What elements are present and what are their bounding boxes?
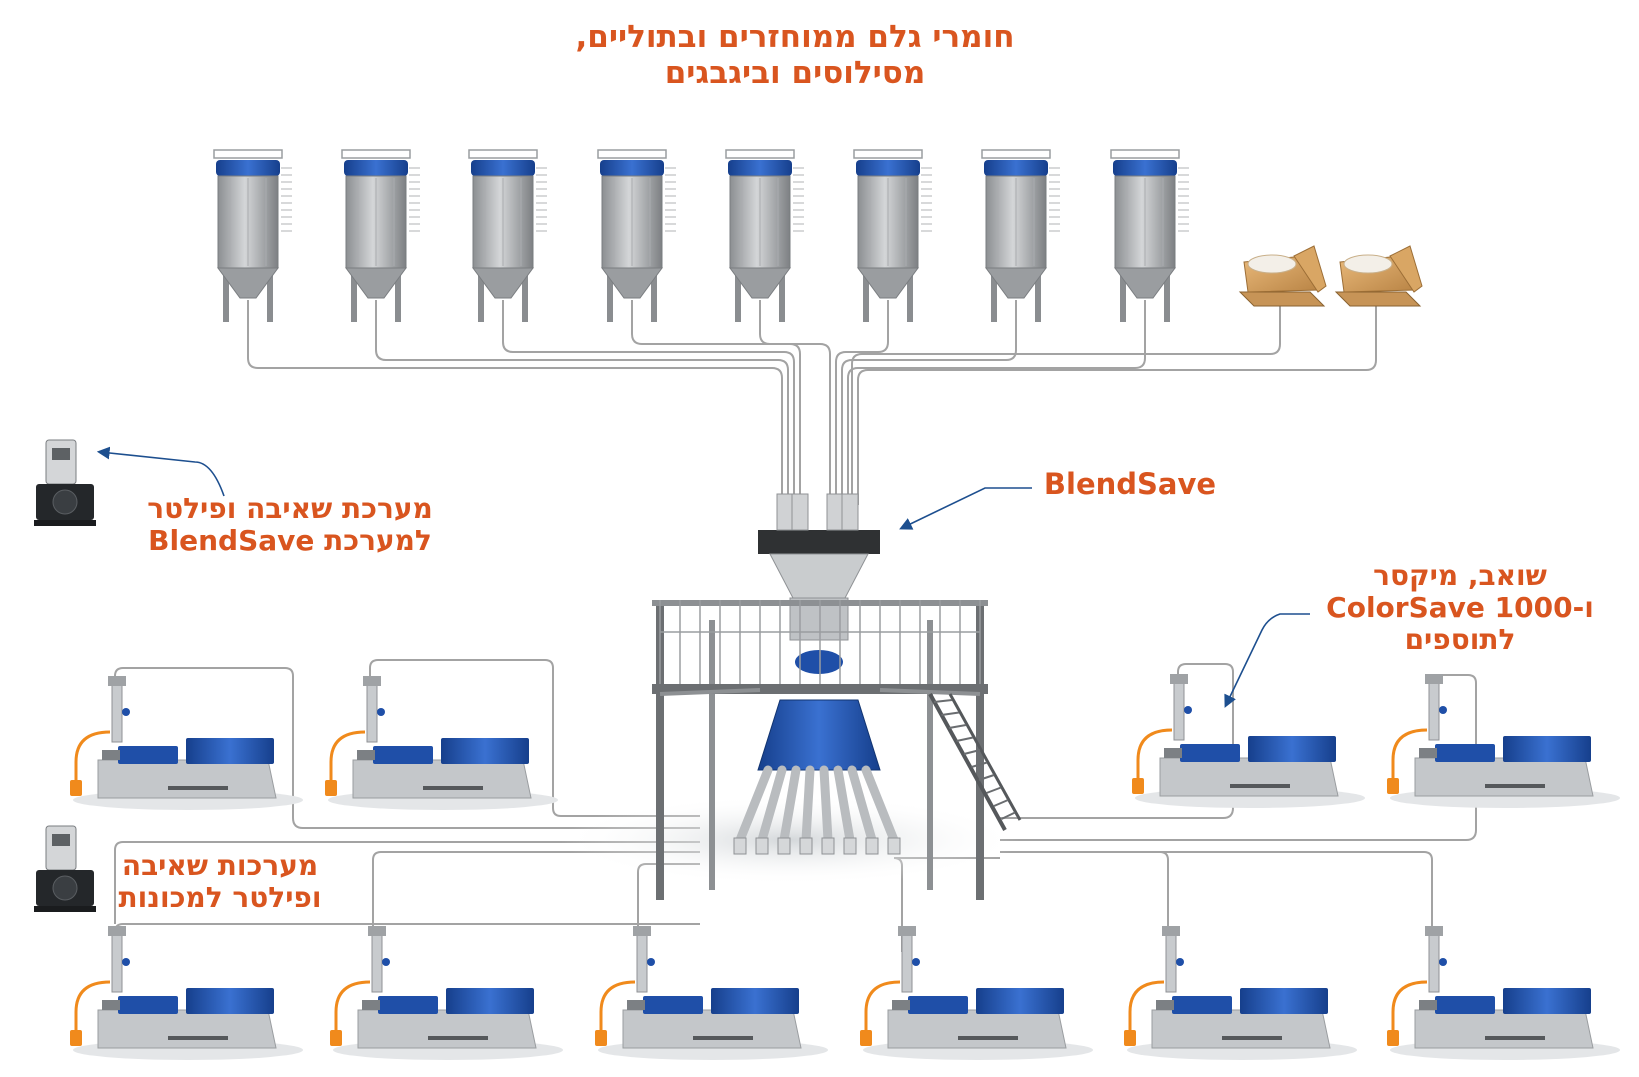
silo-icon [981, 149, 1060, 322]
injection-machine-icon [1387, 926, 1620, 1060]
pipe-line [1000, 663, 1234, 819]
injection-machine-icon [325, 676, 558, 810]
pipe-line [1000, 851, 1169, 952]
label-vacuum-blendsave: מערכת שאיבה ופילטר למערכת BlendSave [120, 492, 460, 558]
silo-icon [597, 149, 676, 322]
silo-icon [853, 149, 932, 322]
bigbag-row [1238, 245, 1423, 307]
arrow-icon [1224, 613, 1310, 708]
pipe-line [759, 300, 831, 505]
label-colorsave-line-3: לתוספים [1404, 623, 1516, 657]
pipe-line [631, 300, 801, 505]
silo-icon [213, 149, 292, 322]
pipe-line [502, 300, 795, 505]
label-vacuum-blendsave-line-1: מערכת שאיבה ופילטר [147, 492, 433, 525]
injection-machine-icon [595, 926, 828, 1060]
pipe-line [857, 306, 1377, 505]
bigbag-icon [1334, 245, 1423, 307]
silo-icon [1110, 149, 1189, 322]
label-colorsave: שואב, מיקסר ו-ColorSave 1000 לתוספים [1310, 559, 1610, 657]
pipe-line [375, 300, 789, 505]
pipe-line [247, 300, 783, 505]
callout-arrows [96, 446, 1310, 708]
vacuum-units [34, 439, 96, 912]
pipe-line [1000, 851, 1433, 952]
pipe-line [114, 667, 700, 829]
label-vacuum-machines-line-1: מערכות שאיבה [121, 849, 319, 882]
vacuum-unit-icon [34, 439, 96, 526]
title-line-2: מסילוסים וביגבגים [664, 54, 926, 91]
machine-rows [70, 674, 1620, 1060]
injection-machine-icon [1124, 926, 1357, 1060]
label-blendsave: BlendSave [1043, 467, 1217, 501]
pipe-line [851, 306, 1281, 505]
title-line-1: חומרי גלם ממוחזרים ובתוליים, [575, 19, 1015, 55]
label-vacuum-blendsave-line-2: למערכת BlendSave [148, 524, 432, 558]
pipe-line [835, 300, 889, 505]
diagram-title: חומרי גלם ממוחזרים ובתוליים, מסילוסים וב… [520, 19, 1070, 91]
label-vacuum-machines: מערכות שאיבה ופילטר למכונות [95, 849, 345, 915]
label-vacuum-machines-line-2: ופילטר למכונות [118, 881, 322, 915]
label-colorsave-line-2: ו-ColorSave 1000 [1326, 591, 1594, 625]
silo-icon [468, 149, 547, 322]
arrow-icon [899, 487, 1032, 530]
bigbag-icon [1238, 245, 1327, 307]
injection-machine-icon [860, 926, 1093, 1060]
label-colorsave-line-1: שואב, מיקסר [1373, 559, 1547, 592]
silo-icon [341, 149, 420, 322]
injection-machine-icon [1387, 674, 1620, 808]
pipe-line [114, 841, 700, 924]
pipe-line [372, 851, 700, 952]
arrow-icon [96, 446, 225, 497]
injection-machine-icon [70, 926, 303, 1060]
silo-row [213, 149, 1189, 322]
pipe-line [841, 300, 1017, 505]
vacuum-unit-icon [34, 825, 96, 912]
silo-icon [725, 149, 804, 322]
blendsave-frame-icon [652, 493, 1022, 900]
pipe-line [114, 923, 700, 952]
injection-machine-icon [1132, 674, 1365, 808]
pipe-line [369, 659, 700, 817]
injection-machine-icon [70, 676, 303, 810]
pipe-line [847, 300, 1146, 505]
injection-machine-icon [330, 926, 563, 1060]
